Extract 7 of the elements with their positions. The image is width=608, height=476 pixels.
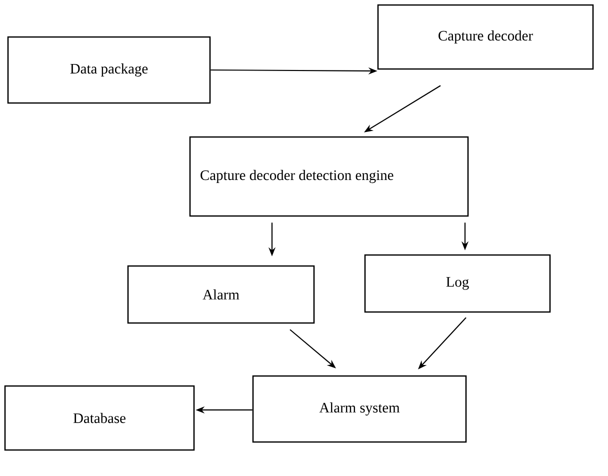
process-box: Capture decoder bbox=[377, 4, 594, 70]
process-box: Database bbox=[4, 385, 195, 451]
process-box: Alarm bbox=[127, 265, 315, 324]
process-box: Data package bbox=[7, 36, 211, 104]
process-box: Alarm system bbox=[252, 375, 467, 443]
process-box: Log bbox=[364, 254, 551, 313]
process-box: Capture decoder detection engine bbox=[189, 136, 469, 217]
